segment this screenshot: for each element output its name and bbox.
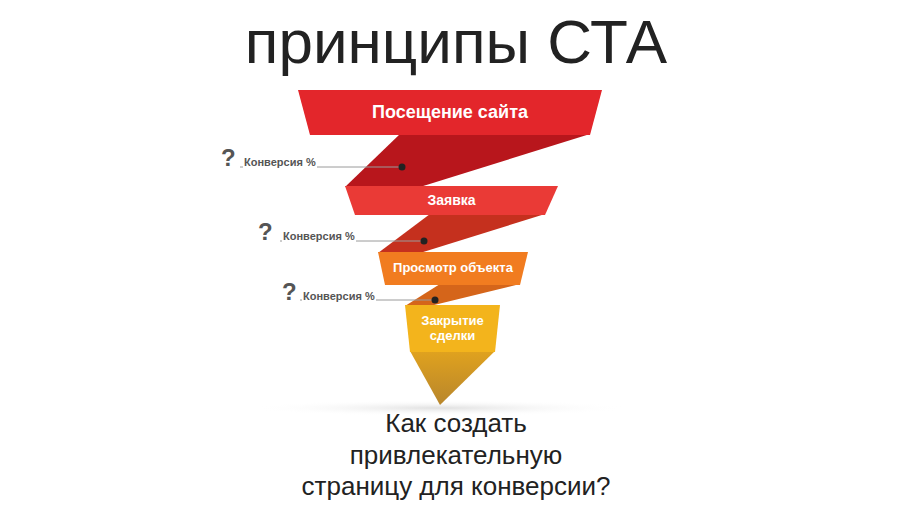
- funnel-band: Закрытие сделки: [405, 305, 500, 352]
- conversion-label: Конверсия %: [282, 231, 356, 242]
- band-fill: [345, 186, 558, 215]
- band-label: Посещение сайта: [362, 102, 538, 123]
- band-label: Просмотр объекта: [383, 261, 523, 276]
- conversion-label: Конверсия %: [302, 291, 376, 302]
- funnel-fold: [405, 284, 520, 306]
- funnel-tail: [410, 351, 495, 405]
- band-fill: [298, 90, 602, 135]
- question-mark: ?: [258, 220, 273, 244]
- band-label: Закрытие сделки: [405, 314, 500, 344]
- funnel-band: Просмотр объекта: [378, 252, 528, 285]
- band-fill: [378, 252, 528, 285]
- funnel-fold: [345, 134, 590, 187]
- title: принципы СТА: [0, 8, 912, 76]
- question-mark: ?: [282, 280, 297, 304]
- funnel-band: Заявка: [345, 186, 558, 215]
- funnel-band: Посещение сайта: [298, 90, 602, 135]
- leader-dot: [421, 238, 428, 245]
- band-label: Заявка: [417, 192, 485, 208]
- leader-dot: [399, 164, 406, 171]
- question-mark: ?: [221, 146, 236, 170]
- leader-dot: [432, 297, 439, 304]
- caption: Как создать привлекательную страницу для…: [291, 408, 621, 503]
- conversion-label: Конверсия %: [243, 157, 317, 168]
- band-fill: [405, 305, 500, 352]
- funnel-fold: [378, 214, 545, 253]
